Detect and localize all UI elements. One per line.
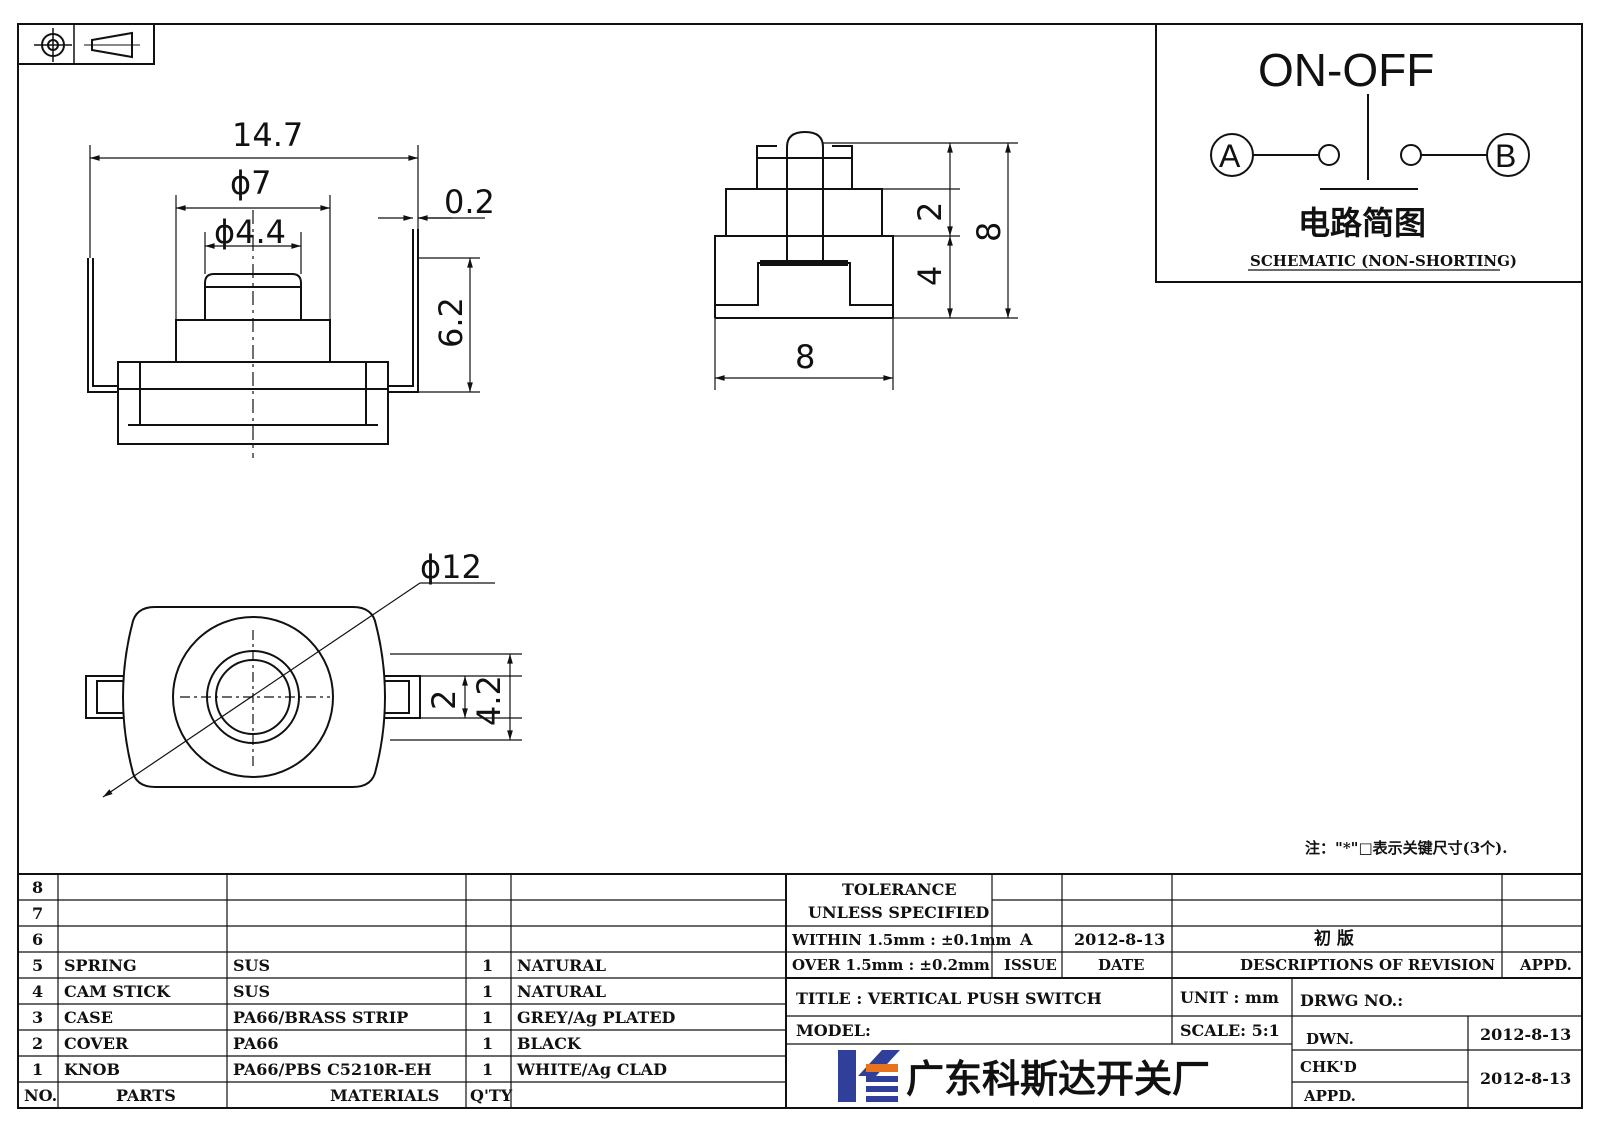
part-material: SUS [233,956,270,975]
drawing-title: TITLE : VERTICAL PUSH SWITCH [796,989,1102,1008]
chk-date: 2012-8-13 [1480,1069,1571,1088]
row-number: 5 [32,956,43,975]
dim-phi12: ϕ12 [420,548,482,586]
part-finish: WHITE/Ag CLAD [516,1060,667,1079]
drawing-number-label: DRWG NO.: [1300,991,1403,1010]
table-row: 5 SPRING SUS 1 NATURAL [32,956,606,975]
projection-symbol [17,23,155,65]
dwn-label: DWN. [1306,1030,1354,1048]
revision-description: 初 版 [1314,928,1354,949]
dim-side-2: 2 [911,202,949,222]
row-number: 7 [32,904,43,923]
part-qty: 1 [482,1008,493,1027]
part-material: SUS [233,982,270,1001]
table-row: 7 [32,904,43,923]
drawing-border [17,23,1583,1109]
dim-gap: 0.2 [444,183,495,221]
row-number: 1 [32,1060,43,1079]
header-date: DATE [1098,956,1144,974]
chkd-label: CHK'D [1300,1058,1357,1076]
dim-side-8-w: 8 [795,338,815,376]
company-name: 广东科斯达开关厂 [906,1057,1210,1101]
part-name: CAM STICK [64,982,171,1001]
part-qty: 1 [482,982,493,1001]
part-name: CASE [64,1008,113,1027]
company-logo [838,1050,900,1102]
front-view-dimensions [89,145,485,393]
part-qty: 1 [482,1034,493,1053]
table-row: 3 CASE PA66/BRASS STRIP 1 GREY/Ag PLATED [32,1008,676,1027]
row-number: 6 [32,930,43,949]
part-name: SPRING [64,956,137,975]
terminal-a-label: A [1219,138,1241,174]
dim-bottom-2: 2 [425,690,463,710]
scale: SCALE: 5:1 [1180,1021,1280,1040]
dim-phi4-4: ϕ4.4 [214,213,286,251]
dim-height-6-2: 6.2 [432,297,470,348]
part-finish: NATURAL [517,956,606,975]
model-label: MODEL: [796,1021,871,1040]
terminal-b-label: B [1495,138,1516,174]
schematic-chinese-label: 电路简图 [1298,204,1426,242]
part-name: COVER [64,1034,129,1053]
header-issue: ISSUE [1004,956,1057,974]
table-row: 8 [32,878,43,897]
header-materials: MATERIALS [330,1086,439,1105]
side-view [714,130,894,319]
tolerance-line-4: OVER 1.5mm : ±0.2mm [792,956,990,974]
row-number: 3 [32,1008,43,1027]
unit: UNIT : mm [1180,988,1279,1007]
table-row: 6 [32,930,43,949]
schematic-title: ON-OFF [1258,44,1434,96]
dwn-date: 2012-8-13 [1480,1025,1571,1044]
header-no: NO. [24,1086,57,1105]
part-finish: NATURAL [517,982,606,1001]
schematic-english-label: SCHEMATIC (NON-SHORTING) [1250,252,1517,270]
row-number: 4 [32,982,43,1001]
part-finish: GREY/Ag PLATED [517,1008,676,1027]
header-parts: PARTS [116,1086,176,1105]
row-number: 8 [32,878,43,897]
header-appd: APPD. [1519,956,1572,974]
parts-table-grid [18,873,1582,1108]
tolerance-line-1: TOLERANCE [842,880,957,899]
row-number: 2 [32,1034,43,1053]
key-dimension-note: 注："*"□表示关键尺寸(3个). [1305,839,1508,857]
part-qty: 1 [482,956,493,975]
revision-date: 2012-8-13 [1074,930,1165,949]
tolerance-line-3: WITHIN 1.5mm : ±0.1mm [791,931,1012,949]
dim-bottom-4-2: 4.2 [470,675,508,726]
side-view-dimensions [714,142,1018,390]
front-view [87,210,419,458]
part-qty: 1 [482,1060,493,1079]
revision-issue: A [1019,930,1033,949]
part-name: KNOB [64,1060,120,1079]
dim-overall-width: 14.7 [232,116,303,154]
part-finish: BLACK [517,1034,582,1053]
table-row: 2 COVER PA66 1 BLACK [32,1034,582,1053]
title-block-grid [786,874,1582,1108]
table-row: 4 CAM STICK SUS 1 NATURAL [32,982,606,1001]
header-descriptions: DESCRIPTIONS OF REVISION [1240,956,1495,974]
tolerance-line-2: UNLESS SPECIFIED [808,903,989,922]
bottom-view-dimensions [102,582,522,798]
dim-side-8-h: 8 [970,222,1008,242]
appd-label: APPD. [1303,1087,1356,1105]
part-material: PA66/PBS C5210R-EH [233,1060,432,1079]
part-material: PA66/BRASS STRIP [233,1008,408,1027]
header-qty: Q'TY [470,1086,513,1105]
dim-phi7: ϕ7 [230,164,271,202]
table-row: 1 KNOB PA66/PBS C5210R-EH 1 WHITE/Ag CLAD [32,1060,667,1079]
dim-side-4: 4 [911,266,949,286]
schematic-box [1155,23,1583,283]
part-material: PA66 [233,1034,279,1053]
